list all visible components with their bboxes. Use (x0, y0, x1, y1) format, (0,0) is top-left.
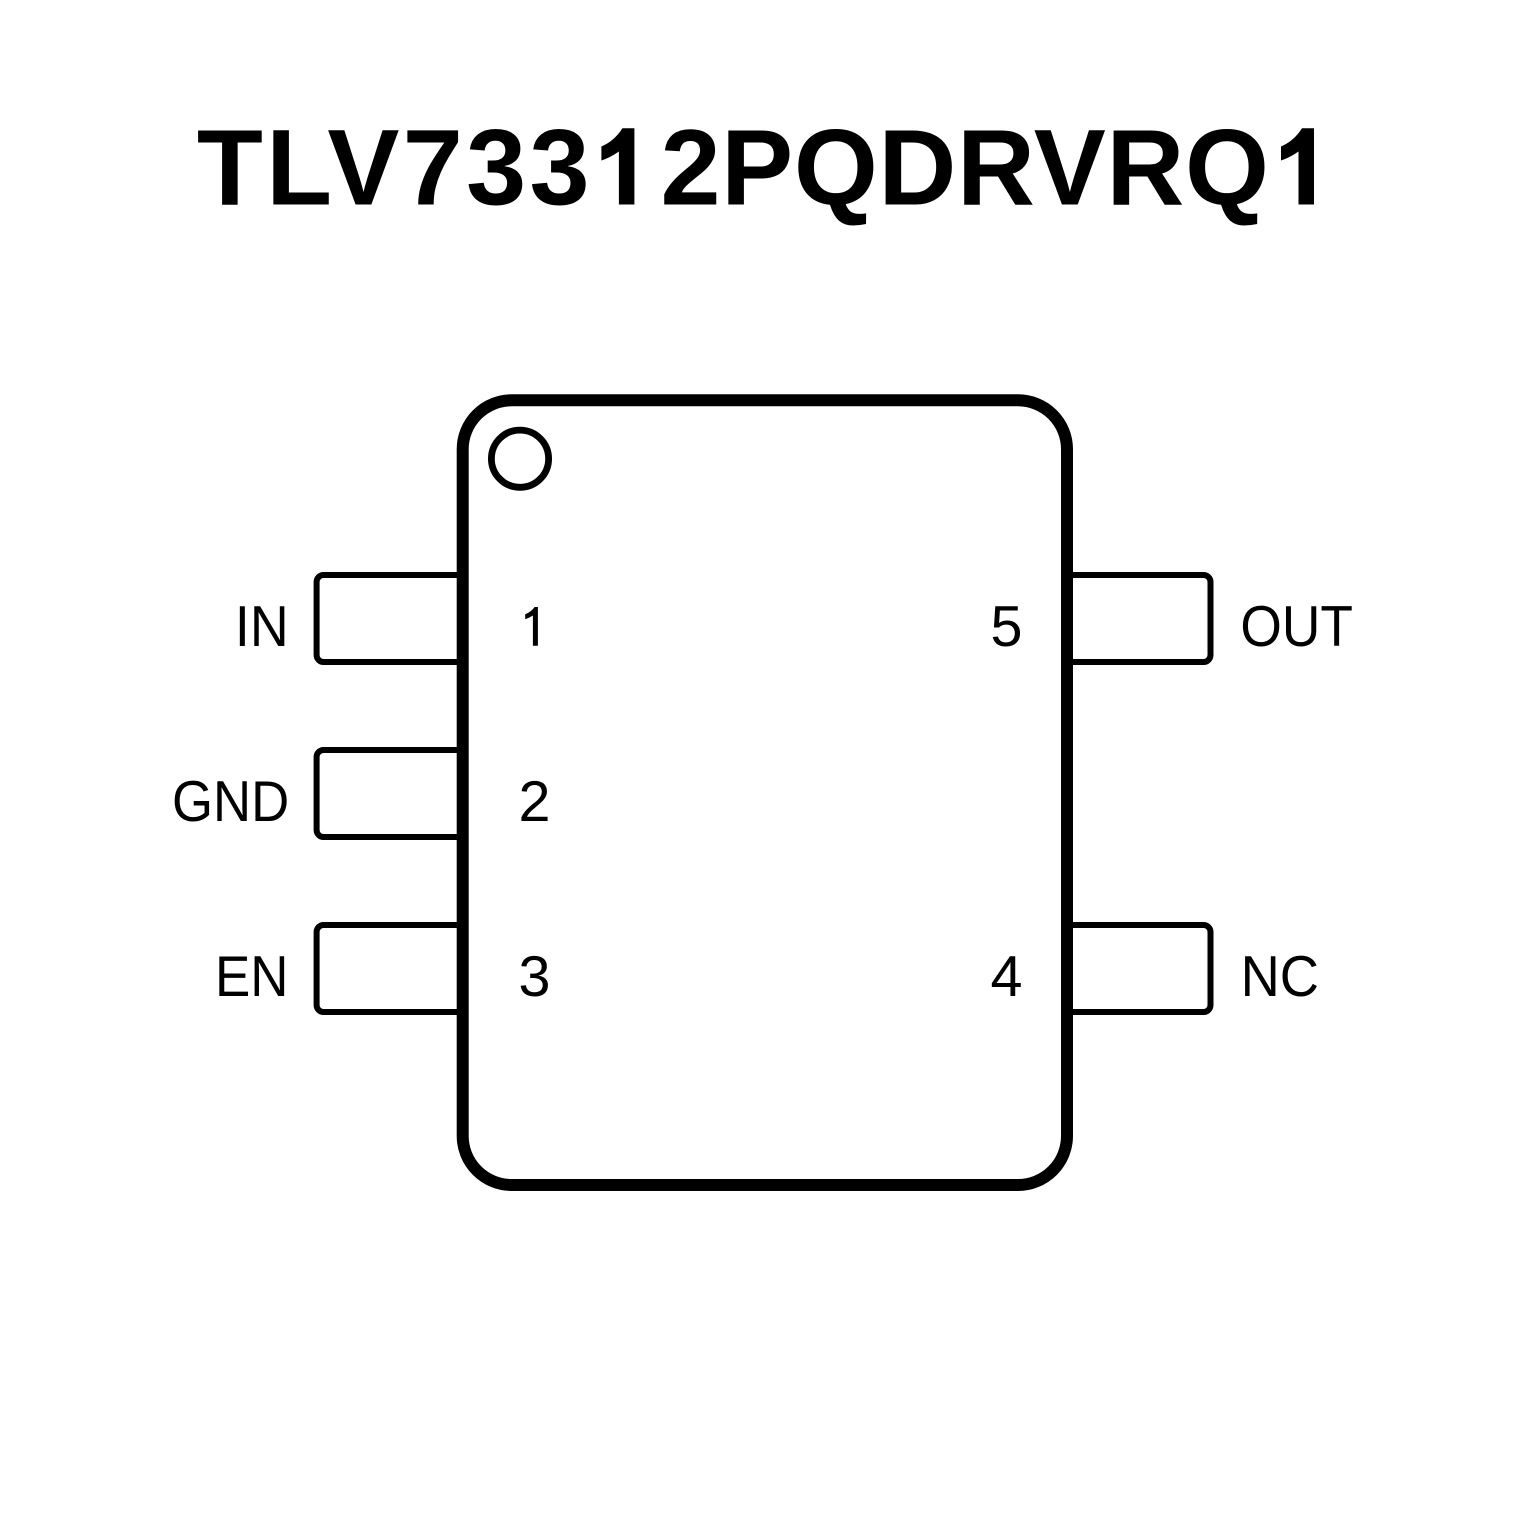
svg-text:2PQDRVRQ: 2PQDRVRQ (661, 107, 1270, 228)
svg-text:IN: IN (235, 595, 289, 659)
svg-text:2: 2 (519, 770, 551, 834)
svg-text:3: 3 (519, 945, 551, 1009)
svg-text:5: 5 (991, 595, 1023, 659)
svg-text:GND: GND (172, 770, 289, 834)
svg-text:4: 4 (991, 945, 1023, 1009)
svg-text:NC: NC (1241, 945, 1319, 1009)
svg-text:OUT: OUT (1240, 595, 1353, 659)
svg-text:TLV733: TLV733 (197, 107, 593, 228)
svg-text:EN: EN (215, 945, 289, 1009)
